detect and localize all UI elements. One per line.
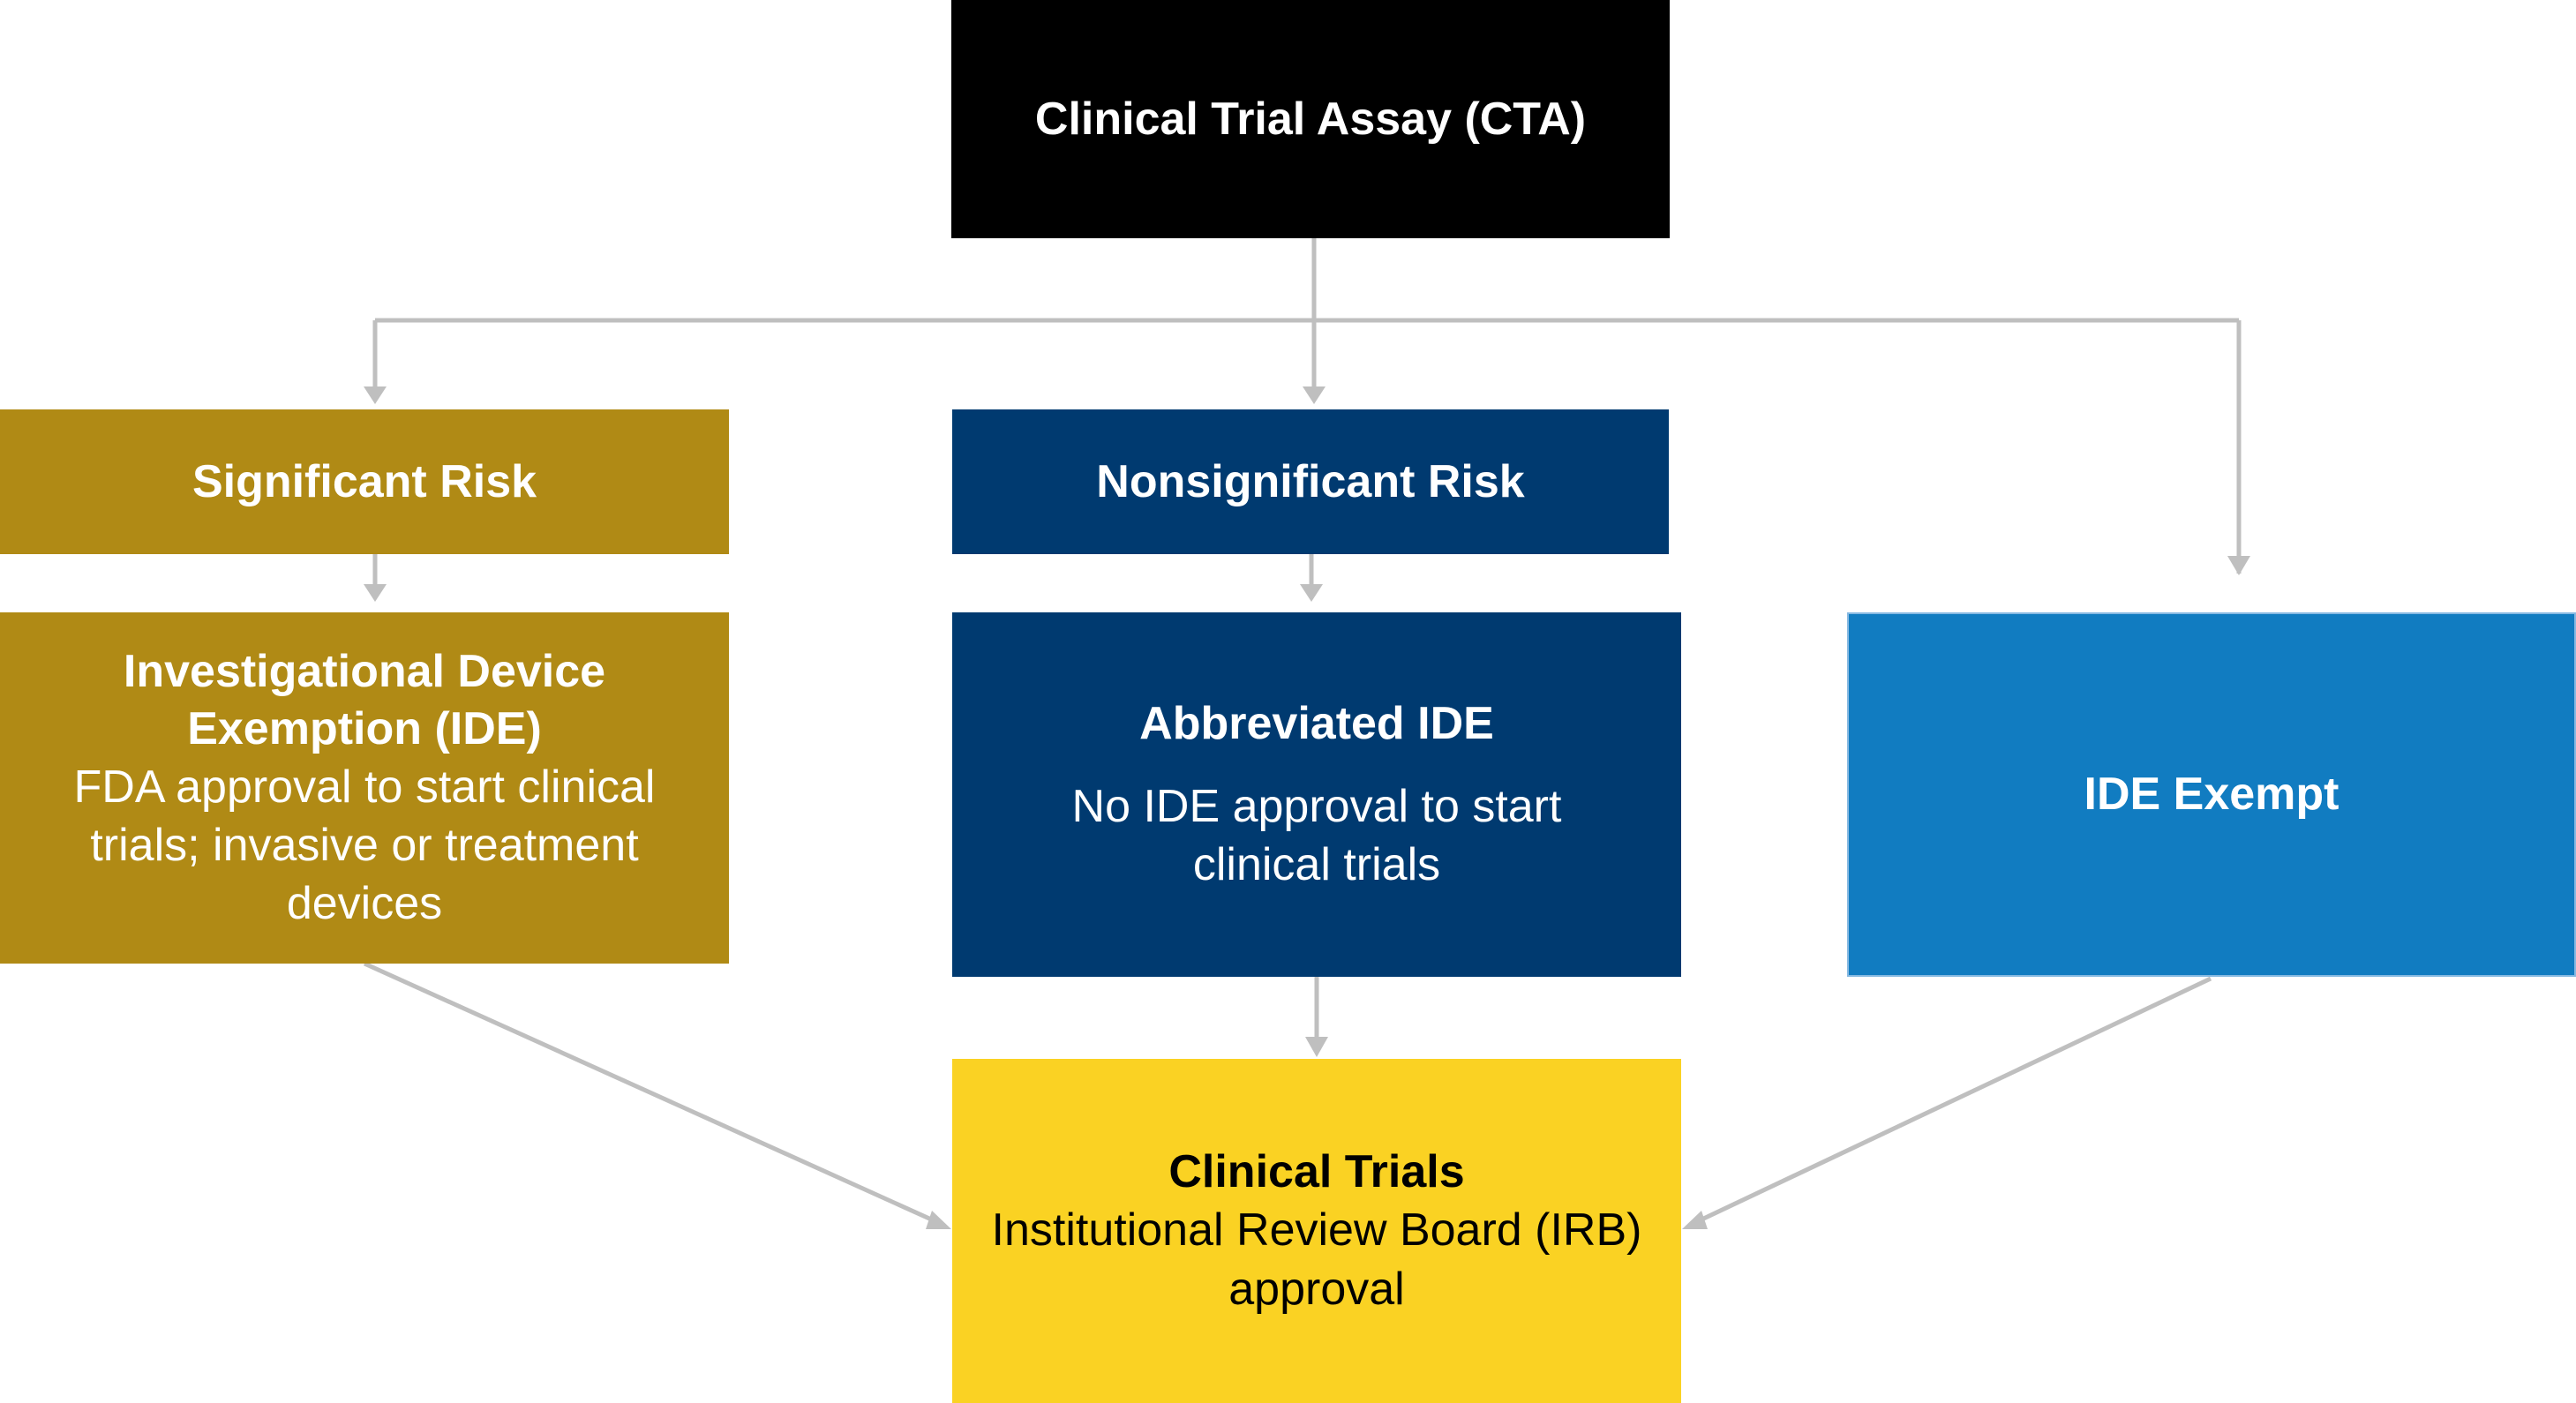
node-ide-title: Investigational Device Exemption (IDE) <box>123 645 606 754</box>
node-clinical-trials: Clinical Trials Institutional Review Boa… <box>952 1059 1681 1403</box>
node-ide-exempt: IDE Exempt <box>1847 612 2576 977</box>
arrowhead-abbreviated-ide <box>1300 584 1323 602</box>
arrowhead-trials-right <box>1682 1211 1708 1229</box>
node-significant-risk-title: Significant Risk <box>192 455 537 507</box>
arrowhead-ide-exempt <box>2227 556 2250 575</box>
node-abbreviated-ide: Abbreviated IDE No IDE approval to start… <box>952 612 1681 977</box>
arrow-ide-exempt-to-trials <box>1694 976 2212 1225</box>
arrowhead-trials-center <box>1305 1037 1328 1057</box>
node-nonsignificant-risk-title: Nonsignificant Risk <box>1096 455 1525 507</box>
node-clinical-trials-description: Institutional Review Board (IRB) approva… <box>991 1204 1642 1315</box>
node-significant-risk: Significant Risk <box>0 409 729 554</box>
node-clinical-trial-assay: Clinical Trial Assay (CTA) <box>951 0 1670 238</box>
node-nonsignificant-risk: Nonsignificant Risk <box>952 409 1669 554</box>
node-clinical-trial-assay-title: Clinical Trial Assay (CTA) <box>1034 93 1587 145</box>
node-abbreviated-ide-description: No IDE approval to start clinical trials <box>1071 780 1562 890</box>
node-ide-description: FDA approval to start clinical trials; i… <box>73 761 656 930</box>
arrowhead-nonsignificant-risk <box>1303 386 1326 404</box>
arrowhead-significant-risk <box>364 386 387 404</box>
arrowhead-trials-left <box>926 1211 951 1229</box>
arrowhead-ide <box>364 584 387 602</box>
node-abbreviated-ide-title: Abbreviated IDE <box>1139 697 1494 749</box>
node-investigational-device-exemption: Investigational Device Exemption (IDE) F… <box>0 612 729 964</box>
node-clinical-trials-title: Clinical Trials <box>1168 1146 1465 1198</box>
node-ide-exempt-title: IDE Exempt <box>2084 769 2339 820</box>
arrow-ide-to-trials <box>363 961 939 1225</box>
